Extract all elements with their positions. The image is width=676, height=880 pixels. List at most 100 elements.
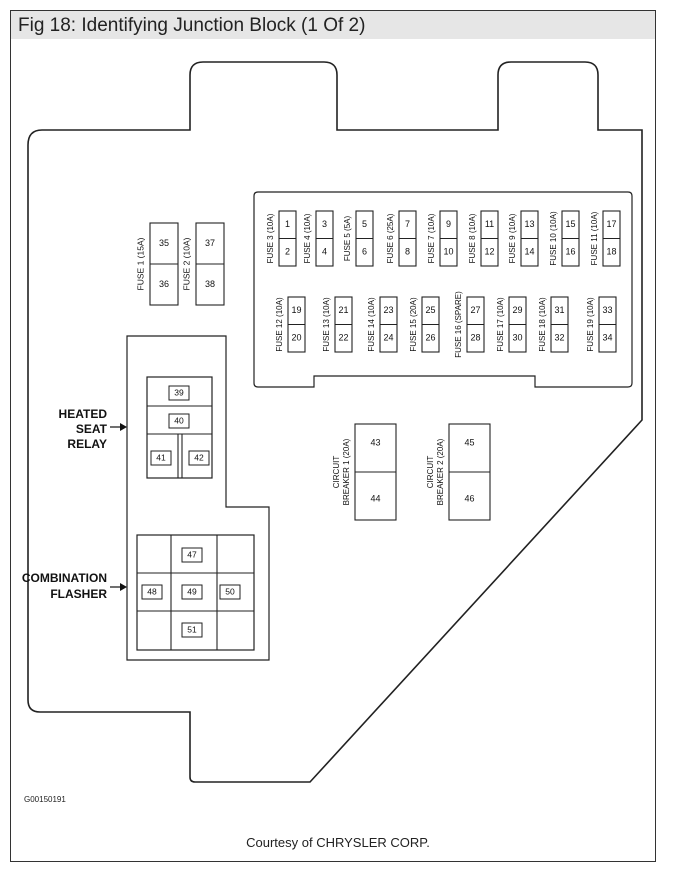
fuse-terminal-number: 11 bbox=[485, 219, 494, 229]
fuse-label: FUSE 15 (20A) bbox=[409, 297, 418, 352]
fuse-panel-outline bbox=[253, 191, 633, 388]
relay-terminal-box bbox=[168, 385, 190, 401]
fuse-terminal-number: 4 bbox=[322, 247, 327, 257]
fuse-terminal-number: 34 bbox=[602, 333, 612, 343]
fuse-label: FUSE 5 (5A) bbox=[343, 215, 352, 261]
fuse-slot: 23 24 FUSE 14 (10A) bbox=[367, 296, 398, 353]
callout-heated-seat-relay: HEATED bbox=[59, 407, 108, 421]
fuse-terminal-number: 25 bbox=[425, 305, 435, 315]
fuse-label: FUSE 9 (10A) bbox=[508, 213, 517, 263]
figure-title: Fig 18: Identifying Junction Block (1 Of… bbox=[18, 15, 366, 36]
fuse-terminal-number: 12 bbox=[484, 247, 494, 257]
fuse-terminal-number: 7 bbox=[405, 219, 410, 229]
fuse-label: FUSE 16 (SPARE) bbox=[454, 291, 463, 358]
fuse-slot: 35 36 FUSE 1 (15A) bbox=[135, 222, 179, 306]
fuse-terminal-number: 28 bbox=[470, 333, 480, 343]
fuse-label: FUSE 13 (10A) bbox=[322, 297, 331, 352]
fuse-label: FUSE 1 (15A) bbox=[135, 237, 145, 290]
fuse-terminal-number: 33 bbox=[602, 305, 612, 315]
junction-block-housing bbox=[27, 61, 643, 783]
fuse-label: FUSE 7 (10A) bbox=[427, 213, 436, 263]
flasher-terminal-box bbox=[141, 584, 163, 600]
fuse-terminal-number: 30 bbox=[512, 333, 522, 343]
fuse-slot: 5 6 FUSE 5 (5A) bbox=[343, 210, 374, 267]
fuse-label: FUSE 19 (10A) bbox=[586, 297, 595, 352]
fuse-slot: 9 10 FUSE 7 (10A) bbox=[427, 210, 458, 267]
flasher-terminal-box bbox=[181, 584, 203, 600]
breaker-terminal-number: 46 bbox=[464, 493, 474, 503]
fuse-terminal-number: 35 bbox=[159, 238, 169, 248]
breaker-label: BREAKER 2 (20A) bbox=[436, 438, 445, 505]
fuse-terminal-number: 24 bbox=[383, 333, 393, 343]
fuse-terminal-number: 36 bbox=[159, 279, 169, 289]
fuse-label: FUSE 3 (10A) bbox=[266, 213, 275, 263]
fuse-slot: 13 14 FUSE 9 (10A) bbox=[508, 210, 539, 267]
breaker-terminal-number: 43 bbox=[370, 437, 380, 447]
fuse-slot: 29 30 FUSE 17 (10A) bbox=[496, 296, 527, 353]
fuse-slot: 37 38 FUSE 2 (10A) bbox=[181, 222, 225, 306]
flasher-terminal-box bbox=[181, 622, 203, 638]
fuse-label: FUSE 8 (10A) bbox=[468, 213, 477, 263]
flasher-terminal-number: 49 bbox=[187, 586, 197, 596]
fuse-terminal-number: 6 bbox=[362, 247, 367, 257]
callout-heated-seat-relay: SEAT bbox=[76, 422, 108, 436]
callout-heated-seat-relay: RELAY bbox=[67, 437, 107, 451]
fuse-terminal-number: 14 bbox=[524, 247, 534, 257]
fuse-terminal-number: 5 bbox=[362, 219, 367, 229]
fuse-terminal-number: 21 bbox=[338, 305, 348, 315]
fuse-terminal-number: 10 bbox=[443, 247, 453, 257]
title-bar bbox=[11, 11, 655, 39]
fuse-terminal-number: 16 bbox=[565, 247, 575, 257]
callout-combination-flasher: COMBINATION bbox=[22, 571, 107, 585]
fuse-label: FUSE 2 (10A) bbox=[181, 237, 191, 290]
breaker-label: CIRCUIT bbox=[332, 456, 341, 489]
flasher-terminal-box bbox=[181, 547, 203, 563]
relay-panel-outline bbox=[126, 335, 270, 661]
fuse-terminal-number: 20 bbox=[291, 333, 301, 343]
fuse-label: FUSE 12 (10A) bbox=[275, 297, 284, 352]
fuse-slot: 31 32 FUSE 18 (10A) bbox=[538, 296, 569, 353]
breaker-label: CIRCUIT bbox=[426, 456, 435, 489]
fuse-label: FUSE 6 (25A) bbox=[386, 213, 395, 263]
fuse-terminal-number: 37 bbox=[205, 238, 215, 248]
flasher-terminal-number: 47 bbox=[187, 549, 197, 559]
fuse-terminal-number: 29 bbox=[512, 305, 522, 315]
breaker-terminal-number: 44 bbox=[370, 493, 380, 503]
fuse-label: FUSE 14 (10A) bbox=[367, 297, 376, 352]
figure-credit: Courtesy of CHRYSLER CORP. bbox=[246, 835, 430, 850]
callout-combination-flasher: FLASHER bbox=[50, 587, 107, 601]
figure-code: G00150191 bbox=[24, 795, 66, 804]
fuse-terminal-number: 38 bbox=[205, 279, 215, 289]
fuse-label: FUSE 4 (10A) bbox=[303, 213, 312, 263]
relay-terminal-box bbox=[168, 413, 190, 429]
fuse-terminal-number: 9 bbox=[446, 219, 451, 229]
fuse-slot: 33 34 FUSE 19 (10A) bbox=[586, 296, 617, 353]
breaker-label: BREAKER 1 (20A) bbox=[342, 438, 351, 505]
fuse-slot: 7 8 FUSE 6 (25A) bbox=[386, 210, 417, 267]
callout-arrow-head bbox=[120, 423, 127, 431]
flasher-terminal-box bbox=[219, 584, 241, 600]
fuse-terminal-number: 18 bbox=[606, 247, 616, 257]
fuse-label: FUSE 17 (10A) bbox=[496, 297, 505, 352]
callout-arrow-head bbox=[120, 583, 127, 591]
fuse-terminal-number: 13 bbox=[524, 219, 534, 229]
flasher-terminal-number: 51 bbox=[187, 624, 197, 634]
fuse-terminal-number: 23 bbox=[383, 305, 393, 315]
fuse-terminal-number: 15 bbox=[565, 219, 575, 229]
fuse-label: FUSE 18 (10A) bbox=[538, 297, 547, 352]
fuse-terminal-number: 26 bbox=[425, 333, 435, 343]
fuse-terminal-number: 32 bbox=[554, 333, 564, 343]
fuse-terminal-number: 31 bbox=[554, 305, 564, 315]
flasher-terminal-number: 48 bbox=[147, 586, 157, 596]
relay-terminal-number: 42 bbox=[194, 452, 204, 462]
breaker-terminal-number: 45 bbox=[464, 437, 474, 447]
fuse-terminal-number: 8 bbox=[405, 247, 410, 257]
